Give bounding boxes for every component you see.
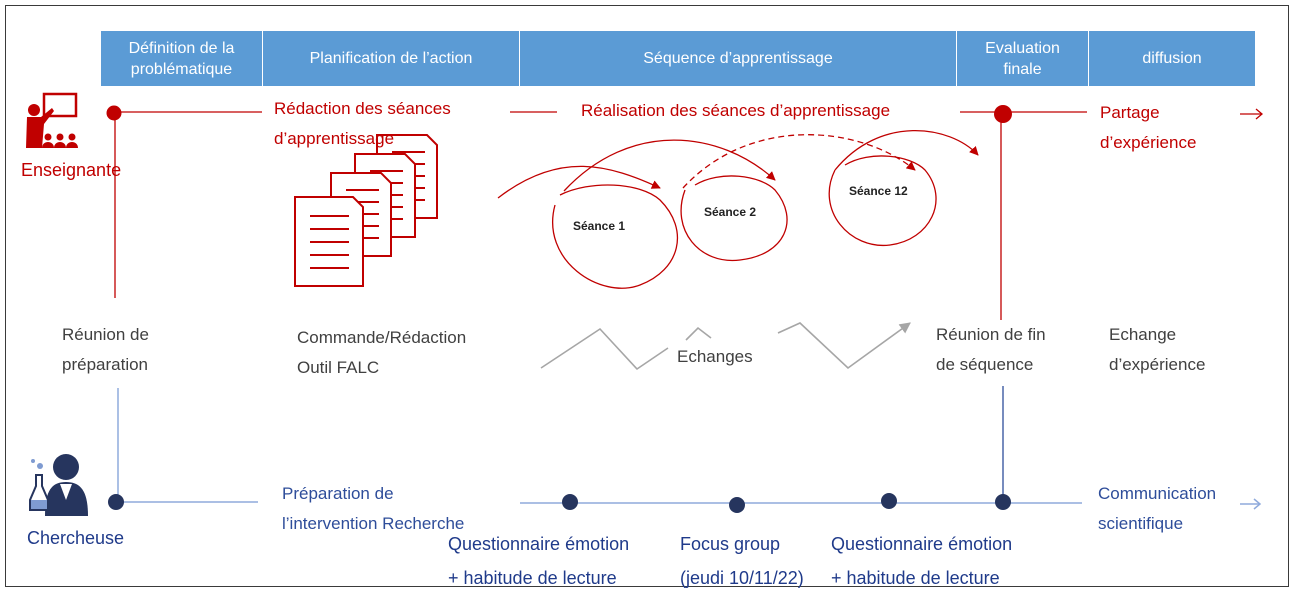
researcher-timeline <box>117 388 1262 510</box>
exchange-zigzag <box>540 322 911 371</box>
header-evaluation: Evaluation finale <box>957 31 1089 86</box>
session-loops <box>497 129 979 289</box>
reunion-preparation-label: Réunion de préparation <box>62 325 149 374</box>
partage-label: Partage d’expérience <box>1100 103 1197 152</box>
header-planification: Planification de l’action <box>263 31 520 86</box>
arrow-to-session-2 <box>563 139 776 192</box>
scientist-icon <box>29 454 88 516</box>
communication-label: Communication scientifique <box>1098 484 1217 533</box>
arrow-to-evaluation <box>834 129 979 171</box>
commande-label: Commande/Rédaction Outil FALC <box>297 328 467 377</box>
session-12-loop <box>828 155 937 246</box>
focus-group-label: Focus group (jeudi 10/11/22) <box>680 534 804 588</box>
teacher-timeline <box>113 108 1264 320</box>
teacher-milestone-evaluation <box>994 105 1012 123</box>
session-2-loop <box>680 175 788 262</box>
session-2-label: Séance 2 <box>704 205 757 219</box>
arrow-to-session-1 <box>497 165 661 199</box>
header-definition: Définition de la problématique <box>101 31 263 86</box>
teacher-presentation-icon <box>26 92 78 148</box>
echanges-label: Echanges <box>677 347 753 366</box>
header-diffusion: diffusion <box>1089 31 1255 86</box>
session-1-label: Séance 1 <box>573 219 626 233</box>
diagram-frame <box>5 5 1289 587</box>
teacher-milestone-start <box>106 105 122 121</box>
researcher-milestone-evaluation <box>995 494 1011 510</box>
researcher-milestone-quest2 <box>881 493 897 509</box>
questionnaire-1-label: Questionnaire émotion + habitude de lect… <box>448 534 630 588</box>
session-12-label: Séance 12 <box>849 184 908 198</box>
header-sequence: Séquence d’apprentissage <box>520 31 957 86</box>
questionnaire-2-label: Questionnaire émotion + habitude de lect… <box>831 534 1013 588</box>
researcher-milestone-start <box>108 494 124 510</box>
redaction-label: Rédaction des séances d’apprentissage <box>274 99 451 148</box>
teacher-label: Enseignante <box>21 160 122 180</box>
researcher-label: Chercheuse <box>27 528 125 548</box>
researcher-milestone-focus <box>729 497 745 513</box>
arrow-to-session-12 <box>682 134 916 189</box>
session-1-loop <box>552 184 679 289</box>
preparation-label: Préparation de l’intervention Recherche <box>282 484 465 533</box>
reunion-fin-label: Réunion de fin de séquence <box>936 325 1046 374</box>
documents-icon <box>294 134 438 287</box>
echange-experience-label: Echange d’expérience <box>1109 325 1206 374</box>
researcher-milestone-quest1 <box>562 494 578 510</box>
realisation-label: Réalisation des séances d’apprentissage <box>581 101 891 120</box>
